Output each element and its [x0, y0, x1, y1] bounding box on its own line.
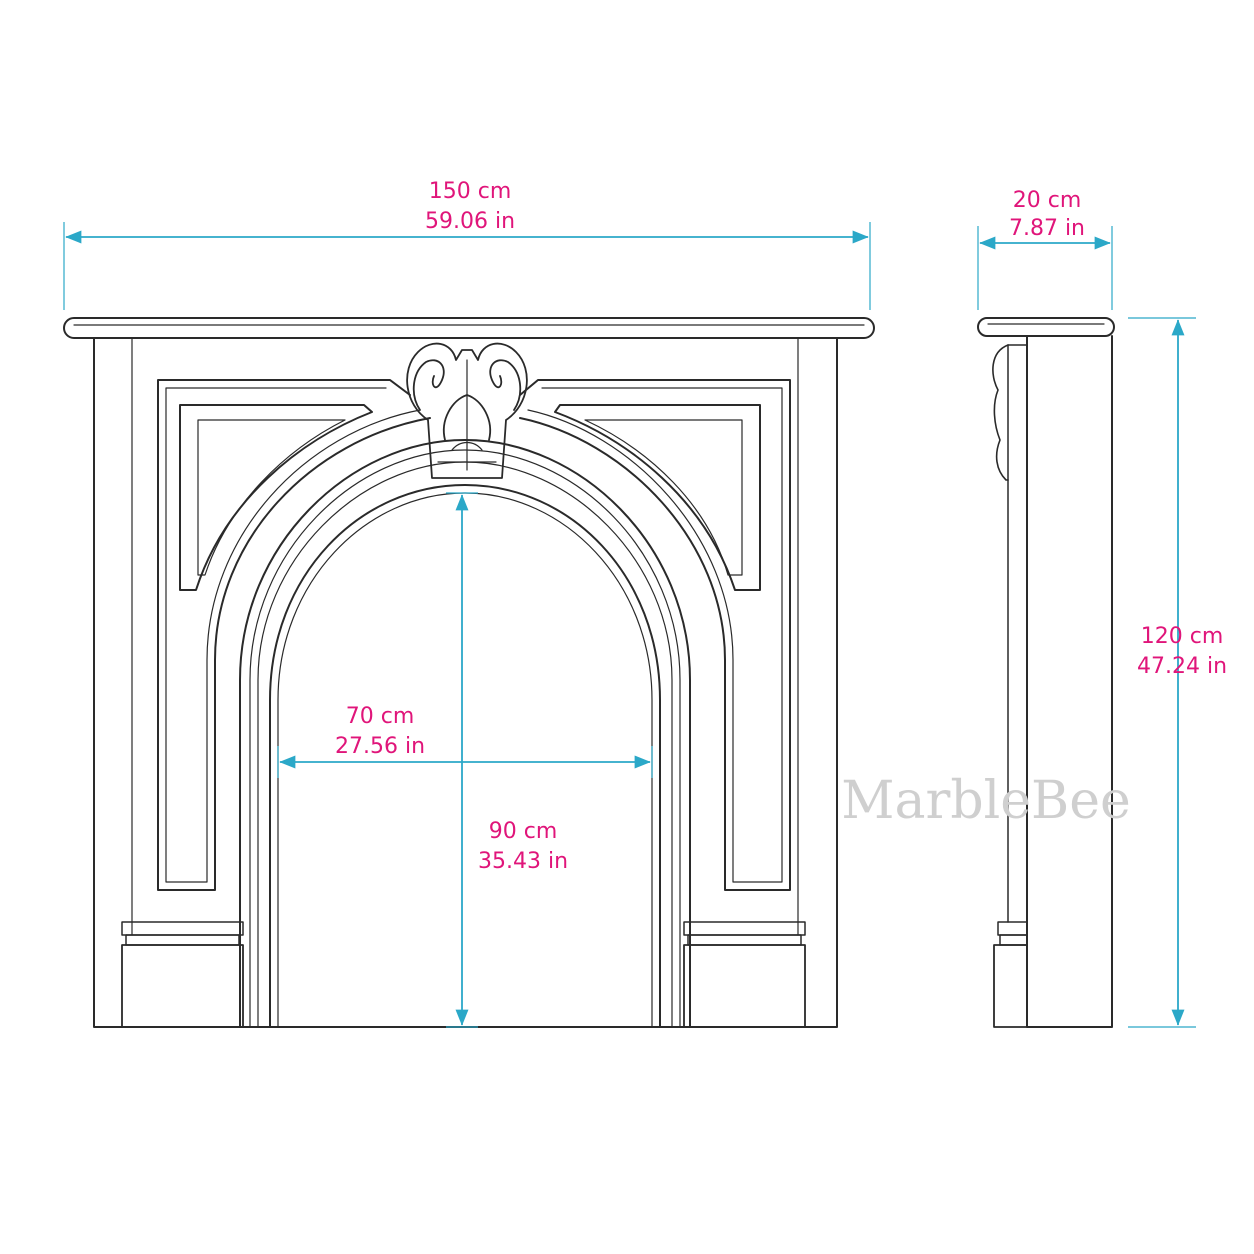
left-spandrel-panel [179, 404, 373, 591]
depth-in: 7.87 in [1009, 216, 1085, 241]
overall-height-in: 47.24 in [1137, 654, 1227, 679]
overall-width-cm: 150 cm [429, 179, 512, 204]
right-spandrel-panel [554, 404, 761, 591]
overall-height-cm: 120 cm [1141, 624, 1224, 649]
depth-dimension [977, 226, 1113, 310]
overall-height-dimension [1128, 317, 1196, 1028]
left-plinth [121, 921, 244, 1028]
side-elevation [977, 317, 1115, 1028]
depth-cm: 20 cm [1013, 188, 1082, 213]
opening-height-in: 35.43 in [478, 849, 568, 874]
firebox-opening [269, 484, 661, 1028]
mantel-shelf [63, 317, 875, 339]
side-body [1007, 335, 1113, 1028]
dimension-labels: 150 cm 59.06 in 20 cm 7.87 in 120 cm 47.… [335, 179, 1227, 874]
dimension-lines [63, 222, 1196, 1028]
opening-width-in: 27.56 in [335, 734, 425, 759]
keystone-carving [406, 342, 528, 479]
opening-height-dimension [446, 492, 478, 1028]
brand-watermark: MarbleBee [841, 771, 1131, 831]
front-elevation [63, 317, 875, 1028]
side-plinth [993, 921, 1028, 1028]
right-plinth [683, 921, 806, 1028]
spandrel-frame [157, 379, 791, 891]
overall-width-in: 59.06 in [425, 209, 515, 234]
side-carving-profile [992, 344, 1009, 481]
side-shelf [977, 317, 1115, 337]
opening-height-cm: 90 cm [489, 819, 558, 844]
arch-mouldings [239, 439, 691, 1028]
overall-width-dimension [63, 222, 871, 310]
opening-width-cm: 70 cm [346, 704, 415, 729]
